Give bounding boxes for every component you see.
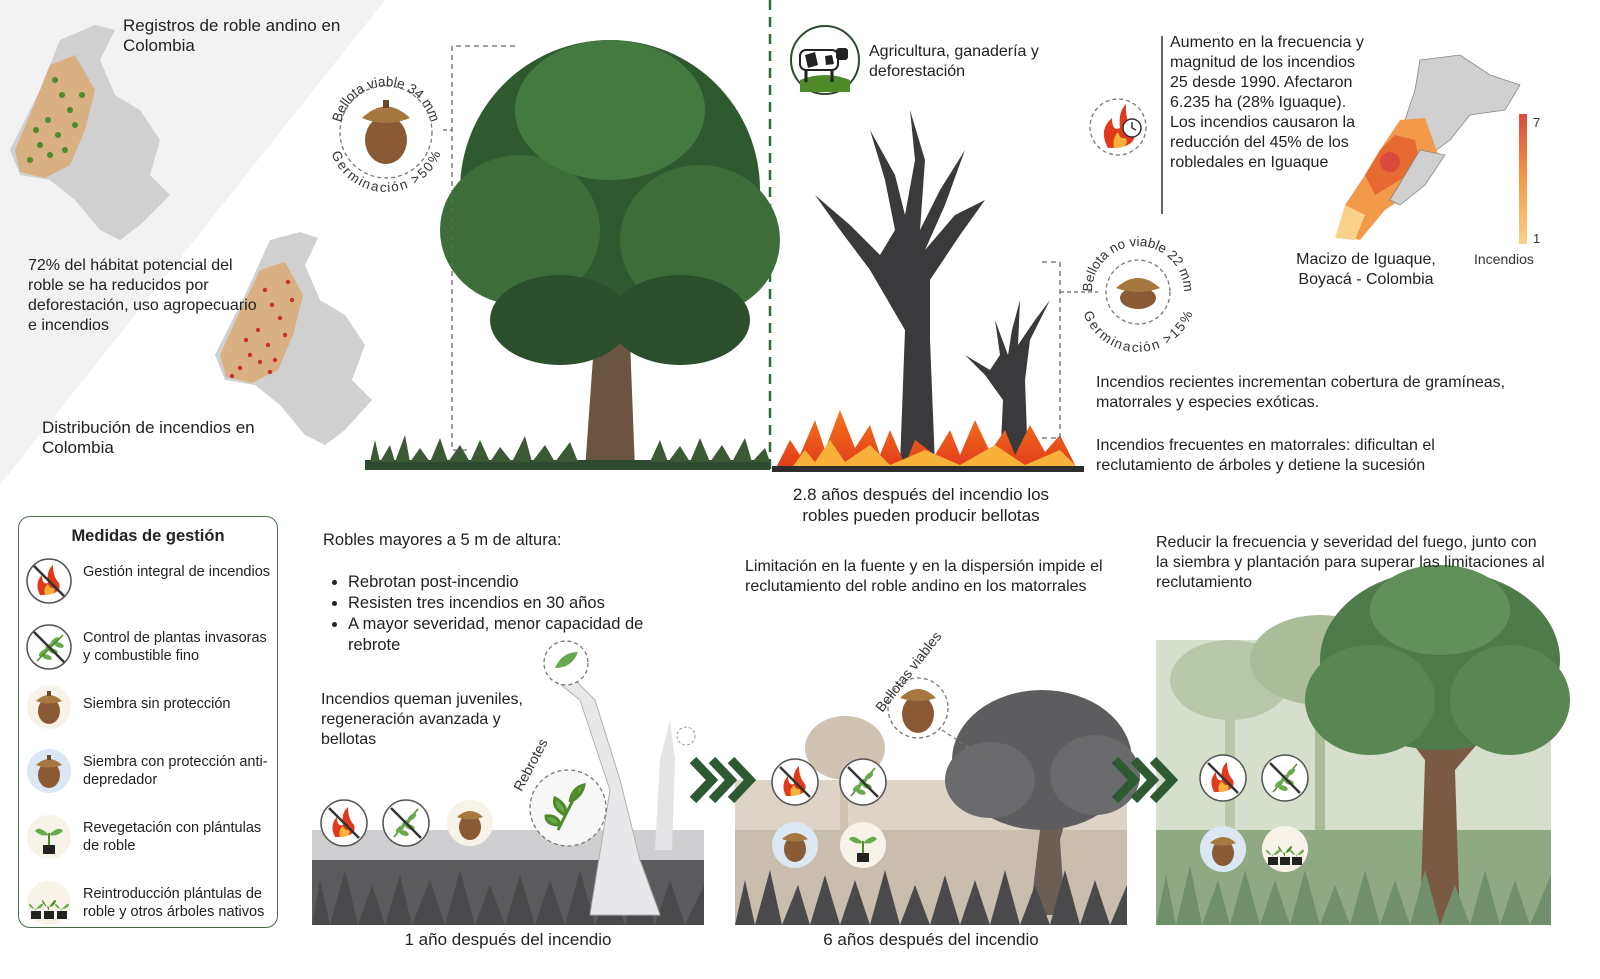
svg-text:Germinación >15%: Germinación >15% — [1080, 308, 1195, 352]
mature-oaks-bullets: Rebrotan post-incendio Resisten tres inc… — [326, 572, 698, 656]
protected-acorn-icon — [772, 822, 818, 868]
fire-management-icon — [320, 799, 368, 847]
protected-acorn-icon — [1200, 826, 1246, 872]
scale-max-label: 7 — [1533, 115, 1541, 130]
legend-label-reintroduction: Reintroducción plántulas de roble y otro… — [83, 886, 265, 920]
nonviable-bracket-line — [1042, 261, 1061, 439]
acorn-icon — [447, 800, 493, 846]
grass-strip — [365, 435, 770, 470]
management-legend: Medidas de gestión Gestión integral de i… — [18, 516, 278, 928]
mature-oaks-bullet-2: Resisten tres incendios en 30 años — [348, 593, 698, 614]
fire-frequency-icon — [1089, 98, 1147, 156]
invasive-control-icon — [839, 758, 887, 806]
livestock-icon — [790, 25, 860, 95]
nonviable-acorn-germination-label: Germinación >15% — [1080, 308, 1195, 352]
legend-label-revegetation: Revegetación con plántulas de roble — [83, 820, 262, 854]
viable-acorn-arc-labels: Bellota viable 34 mm Germinación >50% — [328, 74, 443, 192]
fire-stats-text: Aumento en la frecuencia y magnitud de l… — [1170, 34, 1364, 171]
invasive-control-icon — [26, 624, 72, 670]
fire-management-icon — [771, 758, 819, 806]
acorn-bracket-line — [451, 45, 515, 451]
multiple-seedlings-icon — [1262, 826, 1308, 872]
oak-records-map-label: Registros de roble andino en Colombia — [123, 16, 341, 55]
scale-title: Incendios — [1474, 251, 1534, 267]
juveniles-burn-text: Incendios queman juveniles, regeneración… — [321, 691, 523, 748]
management-title: Medidas de gestión — [71, 527, 225, 545]
fire-management-icon — [1199, 754, 1247, 802]
svg-text:Germinación >50%: Germinación >50% — [328, 148, 443, 192]
legend-item-protected-sowing: Siembra con protección anti-depredador — [25, 743, 275, 799]
fire-distribution-map-label: Distribución de incendios en Colombia — [42, 418, 255, 457]
year6-management-icons — [771, 758, 887, 868]
legend-item-fire-management: Gestión integral de incendios — [25, 553, 275, 609]
invasive-control-icon — [1261, 754, 1309, 802]
invasive-control-icon — [382, 799, 430, 847]
nonviable-acorn-size-label: Bellota no viable 22 mm — [1080, 234, 1196, 292]
nonviable-acorn-badge — [1105, 259, 1171, 325]
progress-chevrons-1 — [689, 756, 757, 804]
protected-acorn-icon — [27, 749, 71, 793]
legend-label-fire-management: Gestión integral de incendios — [83, 564, 271, 580]
acorn-production-text: 2.8 años después del incendio los robles… — [792, 485, 1050, 525]
year6-caption: 6 años después del incendio — [823, 930, 1039, 949]
svg-text:Bellota viable 34 mm: Bellota viable 34 mm — [329, 74, 442, 124]
scene-year6 — [735, 677, 1140, 925]
legend-item-unprotected-sowing: Siembra sin protección — [25, 679, 275, 735]
fire-count-scale-bar — [1519, 114, 1527, 244]
viable-acorn-size-label: Bellota viable 34 mm — [329, 74, 442, 124]
acorn-icon — [27, 685, 71, 729]
nonviable-acorn-arc-labels: Bellota no viable 22 mm Germinación >15% — [1080, 234, 1196, 352]
year1-caption: 1 año después del incendio — [404, 930, 612, 949]
legend-label-invasive-control: Control de plantas invasoras y combustib… — [83, 630, 267, 664]
fire-management-icon — [26, 558, 72, 604]
iguaque-map-label: Macizo de Iguaque, Boyacá - Colombia — [1296, 251, 1436, 288]
seedling-icon — [840, 822, 886, 868]
mature-oaks-bullet-3: A mayor severidad, menor capacidad de re… — [348, 614, 698, 656]
scale-min-label: 1 — [1533, 231, 1541, 246]
svg-text:Bellota no viable 22 mm: Bellota no viable 22 mm — [1080, 234, 1196, 292]
year1-management-icons — [320, 799, 493, 847]
frequent-fires-text: Incendios frecuentes en matorrales: difi… — [1096, 437, 1435, 474]
legend-item-invasive-control: Control de plantas invasoras y combustib… — [25, 619, 275, 675]
legend-label-protected-sowing: Siembra con protección anti-depredador — [83, 754, 268, 788]
drivers-label: Agricultura, ganadería y deforestación — [869, 43, 1039, 80]
legend-label-unprotected-sowing: Siembra sin protección — [83, 696, 231, 712]
colombia-oak-records-map — [10, 25, 170, 240]
restored-management-icons — [1199, 754, 1309, 872]
colombia-fire-distribution-map — [215, 232, 372, 445]
burned-trees — [772, 110, 1084, 472]
habitat-reduction-text: 72% del hábitat potencial del roble se h… — [28, 257, 257, 334]
progress-chevrons-2 — [1111, 756, 1179, 804]
iguaque-fire-map — [1335, 54, 1521, 240]
viable-acorn-badge — [339, 85, 433, 179]
reduce-fire-text: Reducir la frecuencia y severidad del fu… — [1156, 534, 1545, 591]
recent-fires-text: Incendios recientes incrementan cobertur… — [1096, 374, 1506, 411]
viable-acorn-germination-label: Germinación >50% — [328, 148, 443, 192]
legend-item-reintroduction: Reintroducción plántulas de roble y otro… — [25, 875, 275, 931]
mature-oaks-heading: Robles mayores a 5 m de altura: — [323, 531, 562, 549]
mature-oaks-bullet-1: Rebrotan post-incendio — [348, 572, 698, 593]
healthy-oak-tree — [440, 40, 780, 470]
seedling-icon — [27, 815, 71, 859]
multiple-seedlings-icon — [27, 881, 71, 925]
scene-year1 — [312, 640, 704, 925]
legend-item-revegetation: Revegetación con plántulas de roble — [25, 809, 275, 865]
source-limitation-text: Limitación en la fuente y en la dispersi… — [745, 558, 1103, 595]
